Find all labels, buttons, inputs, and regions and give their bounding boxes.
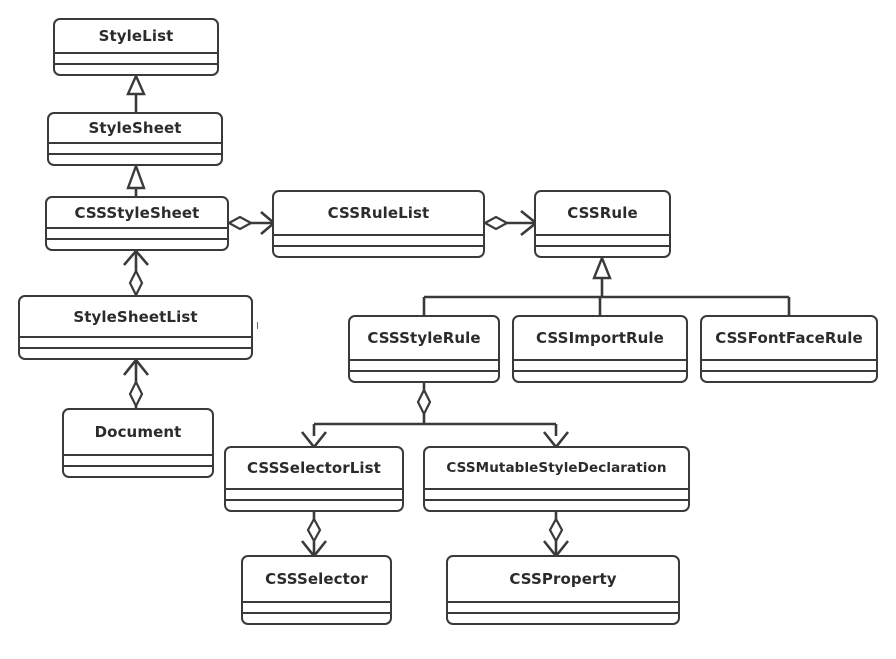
class-attributes-compartment — [536, 234, 669, 245]
class-name-cssmutablestyledeclaration: CSSMutableStyleDeclaration — [446, 460, 667, 476]
class-box-cssrule[interactable]: CSSRule — [534, 190, 671, 258]
class-operations-compartment — [425, 499, 688, 510]
class-operations-compartment — [536, 245, 669, 256]
class-operations-compartment — [448, 612, 678, 623]
class-attributes-compartment — [243, 601, 390, 612]
class-operations-compartment — [55, 63, 217, 74]
connector-cssstylesheet-to-cssrulelist — [226, 211, 277, 235]
class-box-cssselectorlist[interactable]: CSSSelectorList — [224, 446, 404, 512]
class-operations-compartment — [350, 370, 498, 381]
class-box-cssstylerule[interactable]: CSSStyleRule — [348, 315, 500, 383]
connector-cssselectorlist-to-cssselector — [300, 512, 328, 559]
connector-stylesheetlist-to-cssstylesheet — [123, 249, 149, 298]
class-attributes-compartment — [226, 488, 402, 499]
class-attributes-compartment — [20, 336, 251, 347]
class-attributes-compartment — [425, 488, 688, 499]
class-attributes-compartment — [64, 454, 212, 465]
class-attributes-compartment — [274, 234, 483, 245]
class-box-cssstylesheet[interactable]: CSSStyleSheet — [45, 196, 229, 251]
class-name-stylesheetlist: StyleSheetList — [73, 307, 198, 326]
class-attributes-compartment — [702, 359, 876, 370]
class-box-document[interactable]: Document — [62, 408, 214, 478]
class-name-stylesheet: StyleSheet — [88, 119, 182, 137]
class-attributes-compartment — [55, 52, 217, 63]
class-name-cssfontfacerule: CSSFontFaceRule — [715, 329, 863, 347]
class-name-cssproperty: CSSProperty — [509, 570, 617, 588]
class-name-stylelist: StyleList — [98, 27, 174, 45]
connector-cssmutablestyledeclaration-to-cssproperty — [542, 512, 570, 559]
class-box-cssimportrule[interactable]: CSSImportRule — [512, 315, 688, 383]
class-box-cssrulelist[interactable]: CSSRuleList — [272, 190, 485, 258]
class-box-cssmutablestyledeclaration[interactable]: CSSMutableStyleDeclaration — [423, 446, 690, 512]
class-operations-compartment — [64, 465, 212, 476]
connector-cssrulelist-to-cssrule — [482, 209, 539, 237]
class-attributes-compartment — [350, 359, 498, 370]
class-box-cssselector[interactable]: CSSSelector — [241, 555, 392, 625]
class-operations-compartment — [243, 612, 390, 623]
class-attributes-compartment — [514, 359, 686, 370]
connector-cssstylerule-to-children — [300, 383, 570, 450]
class-name-cssrule: CSSRule — [567, 204, 638, 222]
class-name-cssstylesheet: CSSStyleSheet — [74, 203, 200, 222]
class-operations-compartment — [49, 153, 221, 164]
class-name-cssselectorlist: CSSSelectorList — [247, 459, 381, 477]
class-attributes-compartment — [47, 227, 227, 238]
class-attributes-compartment — [49, 142, 221, 153]
class-box-stylesheet[interactable]: StyleSheet — [47, 112, 223, 166]
class-operations-compartment — [47, 238, 227, 249]
connector-cssstylesheet-to-stylesheet — [126, 162, 146, 196]
class-name-cssrulelist: CSSRuleList — [327, 204, 430, 222]
class-box-cssfontfacerule[interactable]: CSSFontFaceRule — [700, 315, 878, 383]
class-name-document: Document — [94, 423, 182, 441]
class-operations-compartment — [274, 245, 483, 256]
class-name-cssstylerule: CSSStyleRule — [367, 329, 481, 347]
class-operations-compartment — [702, 370, 876, 381]
class-box-stylesheetlist[interactable]: StyleSheetList — [18, 295, 253, 360]
connector-stylesheet-to-stylelist — [126, 73, 146, 112]
class-operations-compartment — [20, 347, 251, 358]
stray-tick-mark — [257, 322, 258, 329]
class-box-cssproperty[interactable]: CSSProperty — [446, 555, 680, 625]
class-attributes-compartment — [448, 601, 678, 612]
class-box-stylelist[interactable]: StyleList — [53, 18, 219, 76]
class-operations-compartment — [514, 370, 686, 381]
connector-rule-subclasses-to-cssrule — [422, 254, 791, 315]
class-operations-compartment — [226, 499, 402, 510]
connector-document-to-stylesheetlist — [122, 357, 150, 409]
class-name-cssimportrule: CSSImportRule — [536, 329, 664, 347]
class-name-cssselector: CSSSelector — [265, 570, 368, 588]
